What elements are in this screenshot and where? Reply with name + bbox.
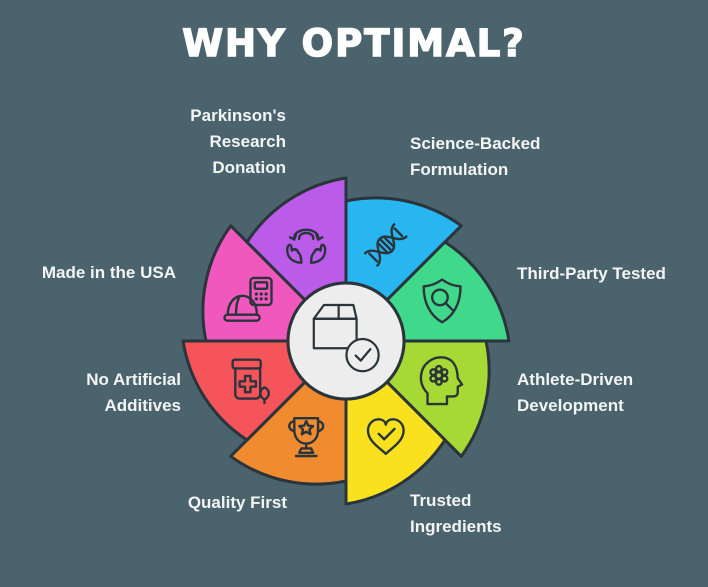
label-made-in-the-usa: Made in the USA (41, 263, 176, 282)
heart-check-icon (366, 418, 405, 456)
hands-care-icon (286, 228, 327, 264)
label-third-party-tested: Third-Party Tested (517, 264, 666, 283)
hard-hat-icon (223, 276, 273, 322)
page-title: WHY OPTIMAL? (181, 21, 526, 66)
dna-icon (363, 223, 408, 267)
trophy-star-icon (288, 417, 325, 458)
label-quality-first: Quality First (187, 493, 287, 512)
label-parkinsons-research-donation: Parkinson's Research Donation (190, 106, 286, 177)
label-no-artificial-additives: No Artificial Additives (86, 370, 181, 415)
label-trusted-ingredients: Trusted Ingredients (410, 491, 502, 536)
label-athlete-driven-development: Athlete-Driven Development (517, 370, 634, 415)
shield-search-icon (422, 278, 462, 324)
package-check-icon (312, 303, 380, 373)
label-science-backed-formulation: Science-Backed Formulation (410, 134, 541, 179)
center-circle (286, 281, 406, 401)
pill-bottle-leaf-icon (231, 358, 270, 405)
head-gear-icon (419, 356, 464, 406)
